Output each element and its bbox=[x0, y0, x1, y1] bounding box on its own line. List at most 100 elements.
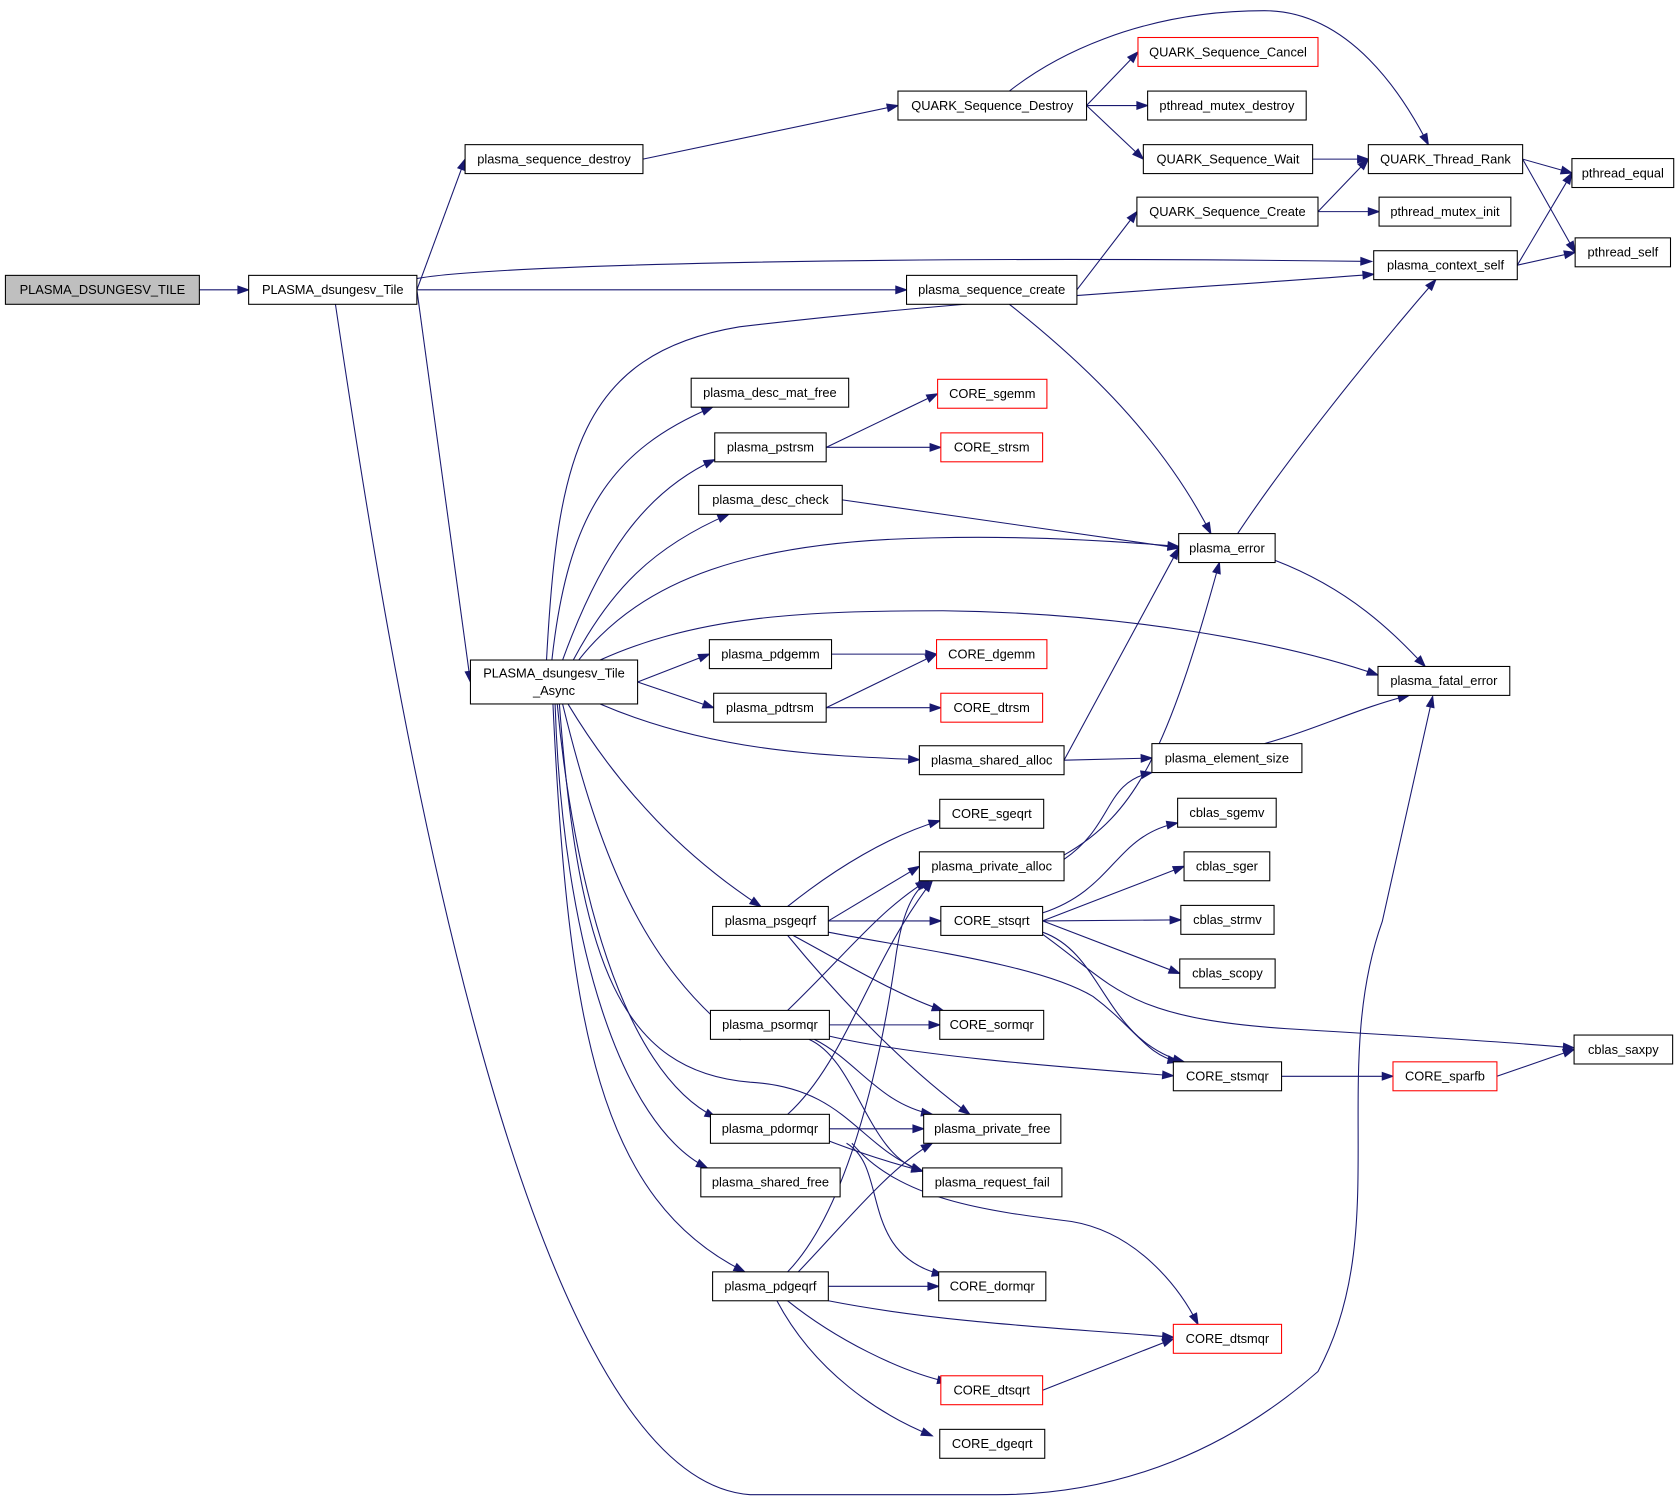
node-qseqwait[interactable]: QUARK_Sequence_Wait bbox=[1142, 144, 1314, 175]
node-box[interactable] bbox=[464, 144, 644, 175]
node-box[interactable] bbox=[709, 1113, 830, 1144]
node-box[interactable] bbox=[1151, 743, 1303, 774]
node-box[interactable] bbox=[1137, 36, 1319, 67]
node-qseqdestroy[interactable]: QUARK_Sequence_Destroy bbox=[897, 90, 1088, 121]
node-tile[interactable]: PLASMA_dsungesv_Tile bbox=[248, 274, 418, 305]
node-box[interactable] bbox=[918, 745, 1065, 776]
node-cblsger[interactable]: cblas_sger bbox=[1183, 851, 1271, 882]
node-box[interactable] bbox=[938, 1271, 1047, 1302]
node-perror[interactable]: plasma_error bbox=[1178, 533, 1276, 564]
node-psgeqrf[interactable]: plasma_psgeqrf bbox=[712, 905, 829, 936]
node-box[interactable] bbox=[940, 1375, 1044, 1406]
node-async[interactable]: PLASMA_dsungesv_Tile_Async bbox=[469, 659, 639, 705]
node-pdtrsm[interactable]: plasma_pdtrsm bbox=[713, 692, 827, 723]
node-box[interactable] bbox=[936, 639, 1048, 670]
node-pmutexdestroy[interactable]: pthread_mutex_destroy bbox=[1147, 90, 1307, 121]
node-box[interactable] bbox=[1373, 250, 1518, 281]
node-privfree[interactable]: plasma_private_free bbox=[923, 1113, 1062, 1144]
node-cdormqr[interactable]: CORE_dormqr bbox=[938, 1271, 1047, 1302]
node-csgemm[interactable]: CORE_sgemm bbox=[937, 378, 1048, 409]
node-pdormqr[interactable]: plasma_pdormqr bbox=[709, 1113, 830, 1144]
node-pself[interactable]: pthread_self bbox=[1574, 237, 1672, 268]
node-box[interactable] bbox=[897, 90, 1088, 121]
node-cdtrsm[interactable]: CORE_dtrsm bbox=[940, 692, 1044, 723]
node-box[interactable] bbox=[713, 692, 827, 723]
node-box[interactable] bbox=[1142, 144, 1314, 175]
node-box[interactable] bbox=[712, 905, 829, 936]
node-fatal[interactable]: plasma_fatal_error bbox=[1377, 665, 1511, 696]
node-box[interactable] bbox=[1392, 1061, 1498, 1092]
node-box[interactable] bbox=[1180, 904, 1275, 935]
node-box[interactable] bbox=[709, 1009, 830, 1040]
node-box[interactable] bbox=[1574, 237, 1672, 268]
node-box[interactable] bbox=[1183, 851, 1271, 882]
node-psormqr[interactable]: plasma_psormqr bbox=[709, 1009, 830, 1040]
node-qseqcancel[interactable]: QUARK_Sequence_Cancel bbox=[1137, 36, 1319, 67]
node-box[interactable] bbox=[918, 851, 1065, 882]
node-pmutexinit[interactable]: pthread_mutex_init bbox=[1378, 196, 1512, 227]
node-desccheck[interactable]: plasma_desc_check bbox=[698, 484, 843, 515]
node-seqdestroy[interactable]: plasma_sequence_destroy bbox=[464, 144, 644, 175]
node-box[interactable] bbox=[906, 274, 1078, 305]
node-box[interactable] bbox=[700, 1167, 841, 1198]
node-box[interactable] bbox=[714, 432, 827, 463]
node-sharedfree[interactable]: plasma_shared_free bbox=[700, 1167, 841, 1198]
node-box[interactable] bbox=[1147, 90, 1307, 121]
node-box[interactable] bbox=[469, 659, 639, 705]
node-box[interactable] bbox=[1172, 1323, 1283, 1354]
node-cststqrt[interactable]: CORE_stsqrt bbox=[940, 905, 1044, 936]
node-box[interactable] bbox=[708, 639, 833, 670]
node-qseqcreate[interactable]: QUARK_Sequence_Create bbox=[1136, 196, 1319, 227]
node-ctxself[interactable]: plasma_context_self bbox=[1373, 250, 1518, 281]
node-elemsize[interactable]: plasma_element_size bbox=[1151, 743, 1303, 774]
node-box[interactable] bbox=[1177, 797, 1277, 828]
node-box[interactable] bbox=[940, 432, 1044, 463]
node-pstrsm[interactable]: plasma_pstrsm bbox=[714, 432, 827, 463]
node-privalloc[interactable]: plasma_private_alloc bbox=[918, 851, 1065, 882]
node-cdgemm[interactable]: CORE_dgemm bbox=[936, 639, 1048, 670]
node-box[interactable] bbox=[4, 274, 200, 305]
node-pequal[interactable]: pthread_equal bbox=[1571, 158, 1675, 189]
node-cstrsm[interactable]: CORE_strsm bbox=[940, 432, 1044, 463]
node-box[interactable] bbox=[937, 378, 1048, 409]
node-box[interactable] bbox=[698, 484, 843, 515]
node-seqcreate[interactable]: plasma_sequence_create bbox=[906, 274, 1078, 305]
node-box[interactable] bbox=[939, 1428, 1046, 1459]
node-cblstrmv[interactable]: cblas_strmv bbox=[1180, 904, 1275, 935]
node-pdgemm[interactable]: plasma_pdgemm bbox=[708, 639, 833, 670]
node-reqfail[interactable]: plasma_request_fail bbox=[922, 1167, 1063, 1198]
node-box[interactable] bbox=[1172, 1061, 1283, 1092]
node-cblscopy[interactable]: cblas_scopy bbox=[1179, 958, 1276, 989]
node-box[interactable] bbox=[940, 692, 1044, 723]
node-box[interactable] bbox=[939, 1009, 1045, 1040]
node-box[interactable] bbox=[248, 274, 418, 305]
node-cdgeqrt[interactable]: CORE_dgeqrt bbox=[939, 1428, 1046, 1459]
node-box[interactable] bbox=[712, 1271, 829, 1302]
node-box[interactable] bbox=[923, 1113, 1062, 1144]
node-cdtsmqr[interactable]: CORE_dtsmqr bbox=[1172, 1323, 1283, 1354]
node-box[interactable] bbox=[1571, 158, 1675, 189]
node-box[interactable] bbox=[1378, 196, 1512, 227]
node-box[interactable] bbox=[1179, 958, 1276, 989]
node-cblsgemv[interactable]: cblas_sgemv bbox=[1177, 797, 1277, 828]
node-box[interactable] bbox=[1573, 1034, 1674, 1065]
node-sharedalloc[interactable]: plasma_shared_alloc bbox=[918, 745, 1065, 776]
node-box[interactable] bbox=[1136, 196, 1319, 227]
node-box[interactable] bbox=[690, 377, 850, 408]
node-box[interactable] bbox=[939, 798, 1045, 829]
node-box[interactable] bbox=[1367, 144, 1524, 175]
node-box[interactable] bbox=[940, 905, 1044, 936]
node-cspafb[interactable]: CORE_sparfb bbox=[1392, 1061, 1498, 1092]
node-descmatfree[interactable]: plasma_desc_mat_free bbox=[690, 377, 850, 408]
node-csgeqrt[interactable]: CORE_sgeqrt bbox=[939, 798, 1045, 829]
node-root[interactable]: PLASMA_DSUNGESV_TILE bbox=[4, 274, 200, 305]
node-cdtsqrt[interactable]: CORE_dtsqrt bbox=[940, 1375, 1044, 1406]
node-box[interactable] bbox=[1178, 533, 1276, 564]
node-pdgeqrf[interactable]: plasma_pdgeqrf bbox=[712, 1271, 829, 1302]
node-cststmqr[interactable]: CORE_stsmqr bbox=[1172, 1061, 1283, 1092]
node-box[interactable] bbox=[1377, 665, 1511, 696]
node-box[interactable] bbox=[922, 1167, 1063, 1198]
node-cblsaxpy[interactable]: cblas_saxpy bbox=[1573, 1034, 1674, 1065]
node-qthreadrank[interactable]: QUARK_Thread_Rank bbox=[1367, 144, 1524, 175]
node-csormqr[interactable]: CORE_sormqr bbox=[939, 1009, 1045, 1040]
